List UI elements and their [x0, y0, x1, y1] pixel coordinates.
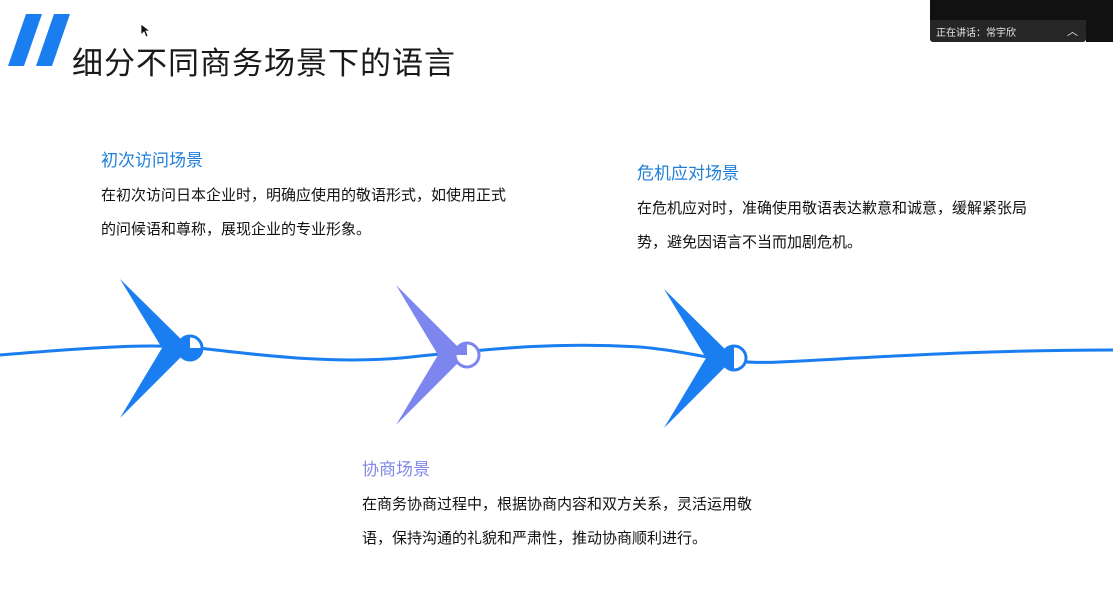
page-title: 细分不同商务场景下的语言 [72, 46, 456, 82]
arrow-chevron-icon [120, 279, 190, 418]
timeline-marker-crisis [664, 289, 748, 428]
pie-quarter-fill [455, 343, 467, 355]
scene-negotiation-title: 协商场景 [362, 460, 430, 480]
active-speaker-label: 正在讲话：常宇欣 [936, 27, 1016, 39]
scene-crisis-body: 在危机应对时，准确使用敬语表达歉意和诚意，缓解紧张局势，避免因语言不当而加剧危机… [637, 199, 1028, 251]
arrow-chevron-icon [396, 285, 466, 425]
scene-crisis-title: 危机应对场景 [637, 164, 739, 184]
logo-bar-left [8, 14, 42, 66]
scene-negotiation: 协商场景 在商务协商过程中，根据协商内容和双方关系，灵活运用敬语，保持沟通的礼貌… [362, 459, 762, 555]
timeline-marker-first-visit [120, 279, 204, 418]
chevron-up-icon[interactable]: ︿ [1067, 24, 1078, 38]
active-speaker-bar[interactable]: 正在讲话：常宇欣 ︿ [930, 20, 1086, 42]
half-circle-fill [722, 346, 734, 370]
logo-bar-right [36, 14, 70, 66]
scene-negotiation-body: 在商务协商过程中，根据协商内容和双方关系，灵活运用敬语，保持沟通的礼貌和严肃性，… [362, 495, 753, 547]
pie-quarter-fill [178, 336, 202, 360]
scene-crisis: 危机应对场景 在危机应对时，准确使用敬语表达歉意和诚意，缓解紧张局势，避免因语言… [637, 163, 1047, 259]
meeting-overlay-strip [930, 0, 1113, 20]
arrow-chevron-icon [664, 289, 734, 428]
scene-first-visit-title: 初次访问场景 [101, 151, 203, 171]
timeline-marker-negotiation [396, 285, 481, 425]
scene-first-visit-body: 在初次访问日本企业时，明确应使用的敬语形式，如使用正式的问候语和尊称，展现企业的… [101, 186, 507, 238]
meeting-overlay-edge [1086, 0, 1113, 42]
mouse-cursor-icon [141, 24, 151, 38]
timeline [0, 279, 1113, 428]
logo-slash-icon [8, 14, 70, 66]
scene-first-visit: 初次访问场景 在初次访问日本企业时，明确应使用的敬语形式，如使用正式的问候语和尊… [101, 150, 511, 246]
